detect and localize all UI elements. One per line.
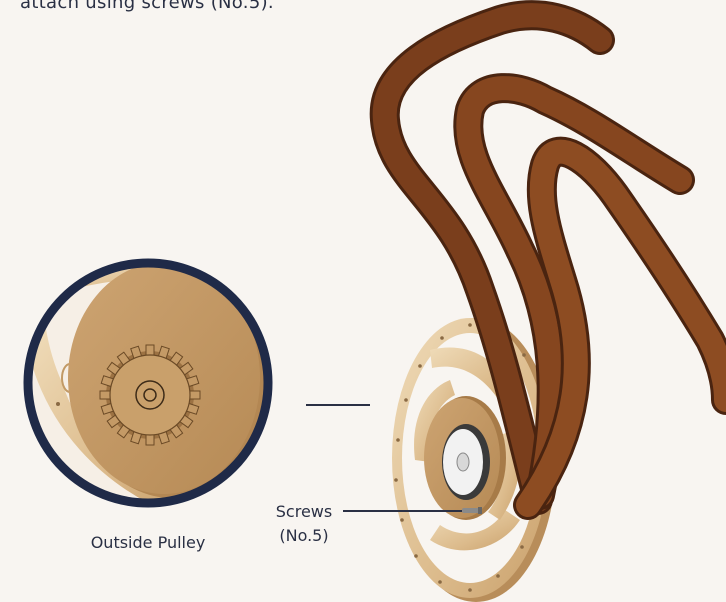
pulley — [424, 396, 506, 520]
detail-circle — [20, 255, 280, 515]
detail-caption: Outside Pulley — [60, 533, 236, 552]
screw — [462, 507, 482, 514]
screw-callout-line2: (No.5) — [262, 524, 346, 548]
screw-callout-line1: Screws — [262, 500, 346, 524]
screw-callout: Screws (No.5) — [262, 500, 346, 548]
